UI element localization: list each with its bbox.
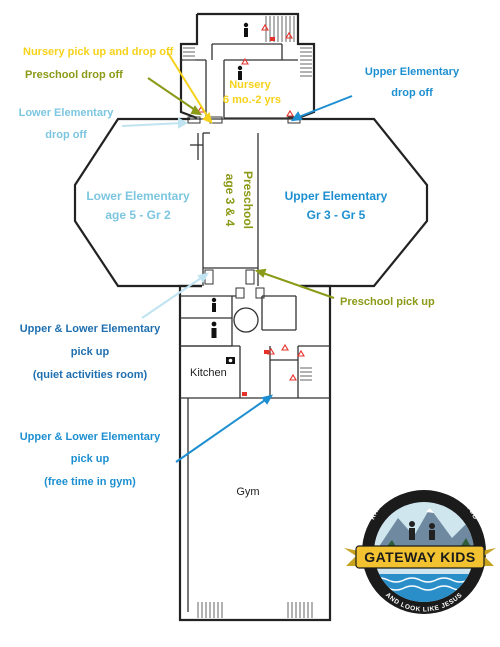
main-hall-wall bbox=[73, 117, 202, 288]
room-label-lower-elementary-ages: age 5 - Gr 2 bbox=[105, 208, 171, 222]
north-wing-wall-left bbox=[179, 14, 199, 120]
callout-gym-pickup-line3: (free time in gym) bbox=[44, 476, 136, 488]
room-label-preschool-ages: age 3 & 4 bbox=[223, 174, 237, 227]
red-triangle-markers bbox=[197, 23, 305, 381]
callout-gym-pickup: Upper & Lower Elementary bbox=[20, 431, 161, 443]
stairs-south bbox=[197, 602, 313, 618]
restroom-person-icon bbox=[211, 321, 217, 338]
callout-preschool-dropoff: Preschool drop off bbox=[25, 69, 123, 81]
callout-quiet-pickup-line3: (quiet activities room) bbox=[33, 369, 148, 381]
stairs-east bbox=[300, 367, 312, 381]
logo-hikers-icon bbox=[409, 521, 435, 540]
room-label-gym: Gym bbox=[236, 486, 259, 498]
callout-gym-pickup-line2: pick up bbox=[71, 453, 110, 465]
room-label-kitchen: Kitchen bbox=[190, 367, 227, 379]
restroom-person-icon bbox=[211, 297, 217, 312]
callout-lower-elementary-dropoff-line2: drop off bbox=[45, 129, 87, 141]
interior-walls bbox=[180, 16, 330, 612]
callout-quiet-pickup: Upper & Lower Elementary bbox=[20, 323, 161, 335]
room-label-lower-elementary: Lower Elementary bbox=[86, 189, 190, 203]
callout-nursery-pickup-dropoff: Nursery pick up and drop off bbox=[23, 46, 174, 58]
room-label-preschool: Preschool bbox=[241, 171, 255, 229]
callout-upper-elementary-dropoff: Upper Elementary bbox=[365, 66, 460, 78]
gateway-kids-logo: RAISING UP KIDS WHO KNOW GOD AND LOOK LI… bbox=[344, 481, 496, 614]
camera-icon bbox=[226, 357, 235, 364]
red-square-markers bbox=[242, 37, 275, 396]
stairs-north-left bbox=[183, 47, 195, 61]
callout-lower-elementary-dropoff: Lower Elementary bbox=[19, 107, 115, 119]
stairs-north-right bbox=[300, 47, 312, 77]
room-label-upper-elementary: Upper Elementary bbox=[285, 189, 388, 203]
rotunda-column bbox=[233, 307, 259, 333]
logo-title: GATEWAY KIDS bbox=[364, 549, 476, 565]
restroom-person-icon bbox=[243, 22, 249, 37]
restroom-person-icon bbox=[237, 65, 243, 80]
callout-arrows bbox=[121, 52, 353, 463]
callout-quiet-pickup-line2: pick up bbox=[71, 346, 110, 358]
main-hall-wall-right bbox=[298, 117, 429, 288]
room-label-upper-elementary-grades: Gr 3 - Gr 5 bbox=[307, 208, 366, 222]
room-label-nursery-ages: 6 mo.-2 yrs bbox=[223, 94, 281, 106]
south-wing-wall bbox=[178, 284, 332, 622]
logo-banner-main bbox=[355, 545, 485, 569]
room-label-nursery: Nursery bbox=[229, 79, 271, 91]
callout-preschool-pickup: Preschool pick up bbox=[340, 296, 435, 308]
callout-upper-elementary-dropoff-line2: drop off bbox=[391, 87, 433, 99]
